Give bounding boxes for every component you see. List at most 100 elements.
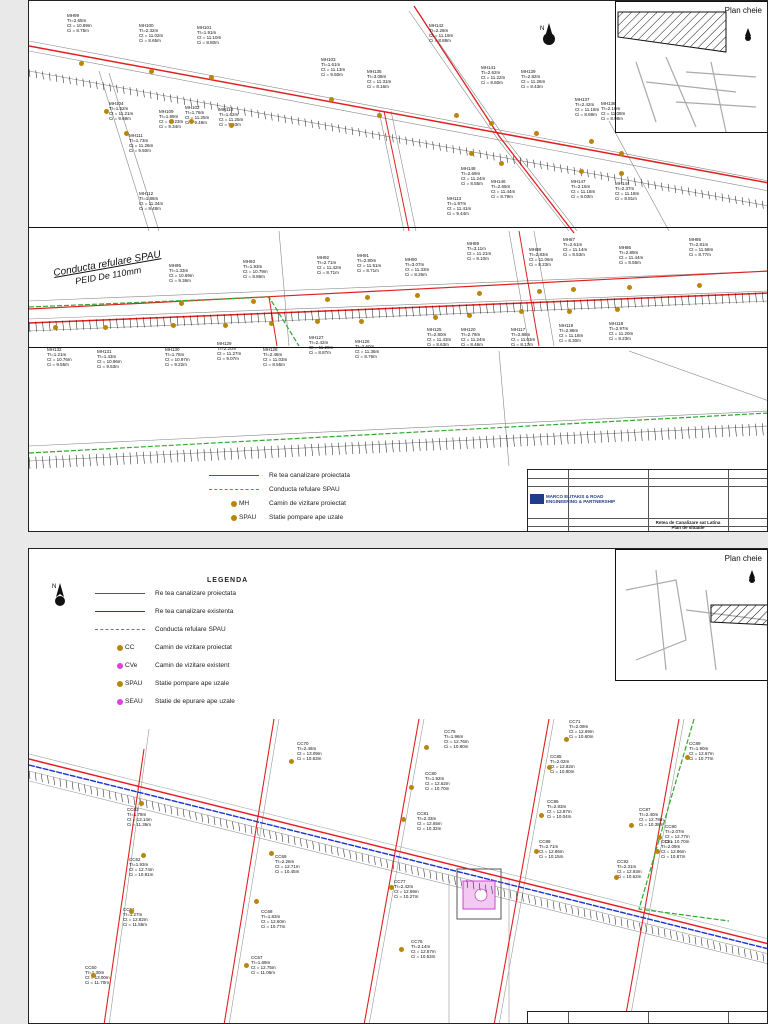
lot-tick xyxy=(445,143,448,152)
lot-tick xyxy=(163,93,165,102)
lot-tick xyxy=(559,902,561,911)
lot-tick xyxy=(89,79,91,88)
legend-line-icon xyxy=(209,489,259,490)
lot-tick xyxy=(522,893,524,902)
lot-tick xyxy=(546,162,549,171)
lot-tick xyxy=(190,449,192,462)
manhole-ci: Ci = 10.77m xyxy=(689,756,714,761)
lot-tick xyxy=(694,936,697,945)
lot-tick xyxy=(540,160,542,169)
lot-tick xyxy=(371,441,374,454)
sheet2-spau xyxy=(638,718,730,922)
manhole-tr: Tr=2.83m xyxy=(547,804,567,809)
manhole-marker-icon xyxy=(389,885,394,890)
lot-tick xyxy=(163,316,165,327)
lot-tick xyxy=(324,844,327,853)
manhole-id: MH142 xyxy=(429,23,444,28)
lot-tick xyxy=(270,445,273,458)
lot-tick xyxy=(109,83,111,92)
lot-tick xyxy=(297,311,300,322)
lot-tick xyxy=(620,297,623,309)
manhole-marker-icon xyxy=(567,309,572,314)
lot-tick xyxy=(62,455,64,468)
manhole-ct: Ct = 11.34m xyxy=(139,201,164,206)
lot-tick xyxy=(452,437,455,450)
manhole-id: MH135 xyxy=(367,69,382,74)
svg-text:N: N xyxy=(52,584,56,590)
manhole-tr: Tr=2.86m xyxy=(511,332,531,337)
title-block-stub xyxy=(527,1011,767,1023)
manhole-ct: Ct = 12.75m xyxy=(251,965,276,970)
lot-tick xyxy=(29,321,31,333)
manhole-tr: Tr=2.80m xyxy=(357,258,377,263)
manhole-marker-icon xyxy=(244,963,249,968)
manhole-tr: Tr=1.78m xyxy=(127,812,147,817)
lot-tick xyxy=(164,804,166,813)
manhole-marker-icon xyxy=(254,899,259,904)
lot-tick xyxy=(577,907,580,916)
manhole-tr: Tr=1.92m xyxy=(425,776,445,781)
lot-tick xyxy=(566,165,569,174)
lot-tick xyxy=(281,833,284,842)
lot-tick xyxy=(69,320,71,331)
lot-tick xyxy=(250,446,253,459)
lot-tick xyxy=(445,305,448,316)
lot-tick xyxy=(472,881,475,890)
lot-tick xyxy=(647,296,650,307)
lot-tick xyxy=(661,296,663,307)
manhole-marker-icon xyxy=(534,131,539,136)
lot-tick xyxy=(725,944,728,953)
manhole-tr: Tr=3.07m xyxy=(405,262,425,267)
lot-tick xyxy=(210,448,212,461)
lot-tick xyxy=(721,293,724,304)
lot-tick xyxy=(404,864,407,873)
lot-tick xyxy=(145,800,148,809)
manhole-ci: Ci = 9.55m xyxy=(47,362,69,367)
manhole-id: MH131 xyxy=(97,349,112,354)
lot-tick xyxy=(338,442,340,455)
lot-tick xyxy=(291,444,293,457)
manhole-id: MH109 xyxy=(159,109,174,114)
manhole-marker-icon xyxy=(409,785,414,790)
lot-tick xyxy=(190,97,192,107)
lot-tick xyxy=(701,294,703,305)
manhole-marker-icon xyxy=(79,61,84,66)
lot-tick xyxy=(694,426,697,439)
lot-tick xyxy=(755,199,757,208)
lot-tick xyxy=(593,299,596,310)
lot-tick xyxy=(513,302,515,313)
manhole-ct: Ct = 11.02m xyxy=(139,33,164,38)
manhole-ct: Ct = 10.97m xyxy=(165,357,190,362)
lot-tick xyxy=(318,120,320,130)
lot-tick xyxy=(412,439,414,452)
lot-tick xyxy=(398,306,401,318)
manhole-marker-icon xyxy=(223,323,228,328)
lot-tick xyxy=(506,435,508,448)
manhole-tr: Tr=2.88m xyxy=(559,328,579,333)
lot-tick xyxy=(250,826,253,835)
manhole-marker-icon xyxy=(129,909,134,914)
lot-tick xyxy=(55,455,58,468)
lot-tick xyxy=(667,183,670,192)
manhole-ct: Ct = 11.42m xyxy=(317,265,342,270)
manhole-marker-icon xyxy=(401,817,406,822)
manhole-marker-icon xyxy=(627,285,632,290)
lot-tick xyxy=(762,423,764,436)
legend-tag: MH xyxy=(239,500,250,507)
legend-label: Conducta refulare SPAU xyxy=(269,486,340,493)
lot-tick xyxy=(203,448,206,461)
lot-tick xyxy=(466,436,468,449)
manhole-id: MH117 xyxy=(511,327,526,332)
lot-tick xyxy=(540,433,542,446)
lot-tick xyxy=(385,440,387,453)
lot-tick xyxy=(121,793,123,803)
